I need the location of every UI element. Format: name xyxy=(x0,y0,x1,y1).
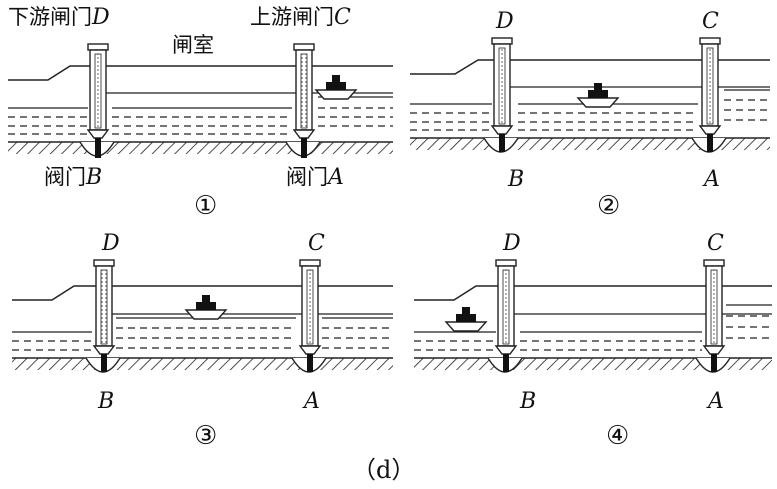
panel-3: D C B A ③ xyxy=(12,231,393,451)
label-gate-c: C xyxy=(702,9,719,34)
riverbed xyxy=(8,142,393,154)
label-valve-b: B xyxy=(519,389,536,414)
valve-b xyxy=(95,138,101,158)
valve-b xyxy=(101,354,107,372)
water-lines xyxy=(12,317,393,351)
ship-icon xyxy=(184,295,228,320)
panel-number-2: ② xyxy=(597,191,620,221)
gate-c xyxy=(702,259,726,372)
valve-a xyxy=(301,138,307,158)
upper-bank-line xyxy=(410,59,770,75)
water-lines xyxy=(410,89,770,131)
panel-1: 下游闸门D 闸室 上游闸门C 阀门B 阀门A ① xyxy=(8,5,393,221)
label-valve-a: A xyxy=(302,389,320,414)
gate-d xyxy=(490,37,514,152)
water-lines xyxy=(414,304,772,351)
label-gate-d: D xyxy=(495,9,514,34)
ship-icon xyxy=(314,75,358,100)
label-lock-chamber: 闸室 xyxy=(172,33,214,57)
label-gate-d: D xyxy=(101,231,120,256)
label-valve-a: A xyxy=(706,389,724,414)
label-valve-b: 阀门B xyxy=(44,165,102,190)
water-lines xyxy=(8,96,393,135)
label-gate-c: C xyxy=(707,231,724,256)
gate-d xyxy=(92,259,116,372)
label-valve-b: B xyxy=(507,167,524,192)
panel-2: D C B A ② xyxy=(410,9,770,221)
panel-number-1: ① xyxy=(194,191,217,221)
label-downstream-gate: 下游闸门D xyxy=(8,5,110,30)
gate-c xyxy=(298,259,322,372)
label-gate-c: C xyxy=(308,231,325,256)
label-upstream-gate: 上游闸门C xyxy=(250,5,351,30)
label-valve-b: B xyxy=(97,389,114,414)
valve-a xyxy=(711,354,717,372)
label-valve-a: 阀门A xyxy=(286,165,344,190)
label-valve-a: A xyxy=(702,167,720,192)
gate-d xyxy=(494,259,518,372)
ship-icon xyxy=(444,307,488,332)
label-gate-d: D xyxy=(502,231,521,256)
valve-a xyxy=(707,134,713,152)
upper-bank-line xyxy=(414,285,772,301)
panel-number-4: ④ xyxy=(606,421,629,451)
valve-b xyxy=(503,354,509,372)
valve-b xyxy=(499,134,505,152)
figure-caption: （d） xyxy=(352,456,415,484)
panel-number-3: ③ xyxy=(194,421,217,451)
panel-4: D C B A ④ xyxy=(414,231,772,451)
ship-icon xyxy=(576,83,620,108)
upper-bank-line xyxy=(12,285,393,301)
gate-d xyxy=(86,43,110,158)
valve-a xyxy=(307,354,313,372)
gate-c xyxy=(698,37,722,152)
upper-bank-line xyxy=(8,65,393,81)
gate-c xyxy=(292,43,316,158)
riverbed xyxy=(12,358,393,370)
